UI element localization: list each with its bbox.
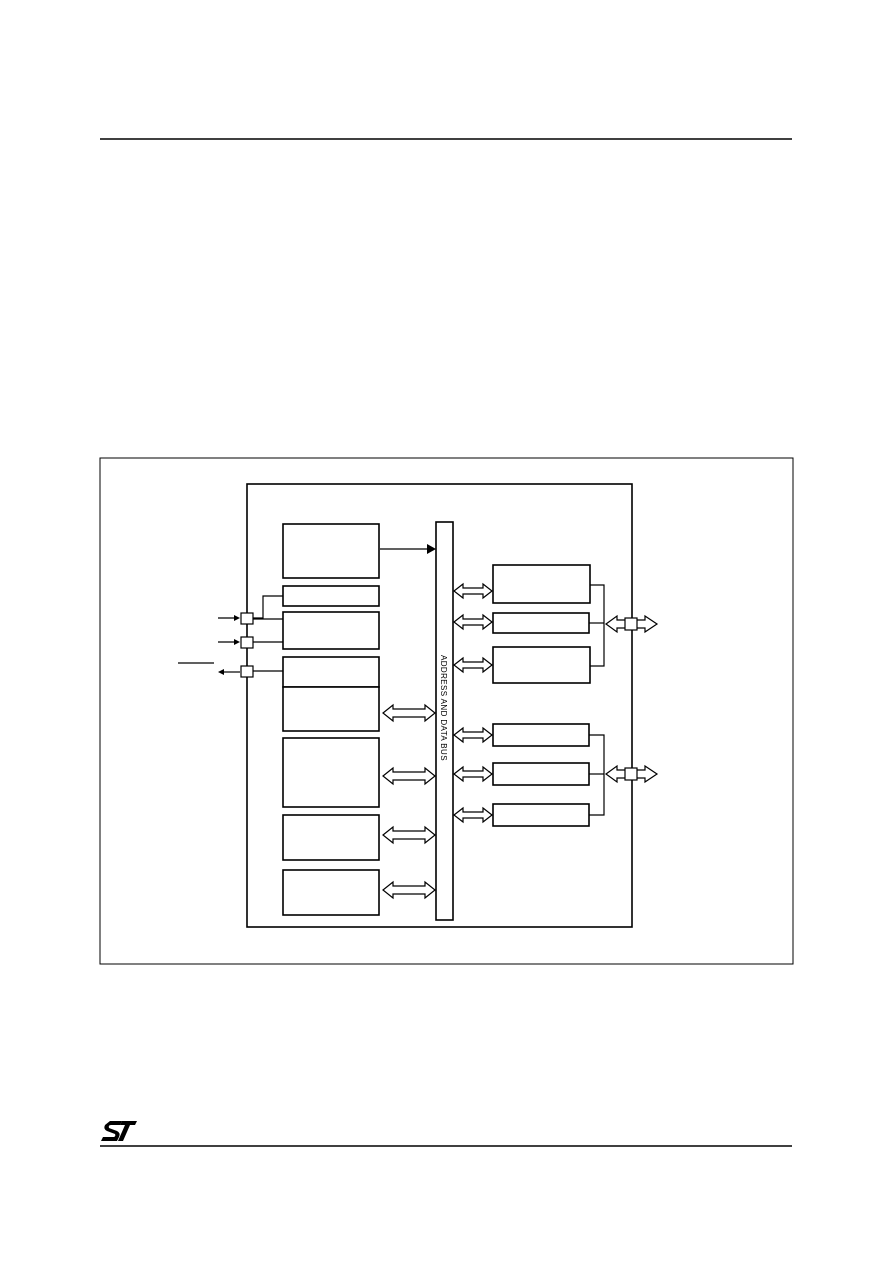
left-block-1 — [282, 523, 380, 579]
signal-out-3-head — [218, 669, 224, 675]
left-block-5 — [282, 686, 380, 732]
left-block-2 — [282, 585, 380, 607]
left-block-7 — [282, 814, 380, 861]
bracket-upper — [590, 584, 605, 667]
left-block-4 — [282, 656, 380, 688]
port-pin-upper — [624, 617, 638, 631]
double-arrow-left-4 — [382, 880, 436, 900]
address-data-bus — [435, 521, 454, 921]
signal-in-2-head — [234, 639, 240, 645]
right-block-1 — [492, 564, 591, 604]
st-logo-icon — [101, 1121, 137, 1141]
right-block-3 — [492, 646, 591, 684]
arrow-head-to-bus — [427, 544, 436, 554]
signal-in-1-head — [234, 615, 240, 621]
bracket-lower — [589, 734, 605, 816]
double-arrow-right-4 — [453, 726, 493, 744]
right-block-6 — [492, 803, 590, 827]
pin1-to-block2 — [253, 595, 283, 619]
figure-frame — [99, 457, 794, 965]
port-pin-lower — [624, 767, 638, 781]
right-block-4 — [492, 723, 590, 747]
left-pin-1 — [240, 612, 254, 625]
double-arrow-right-1 — [453, 582, 493, 600]
double-arrow-right-6 — [453, 806, 493, 824]
right-block-2 — [492, 612, 590, 634]
double-arrow-right-3 — [453, 656, 493, 674]
double-arrow-left-3 — [382, 825, 436, 845]
left-pin-2 — [240, 636, 254, 649]
left-block-3 — [282, 611, 380, 650]
double-arrow-right-5 — [453, 765, 493, 783]
bus-label: ADDRESS AND DATA BUS — [439, 655, 448, 761]
left-pin-3 — [240, 665, 254, 678]
left-block-8 — [282, 869, 380, 916]
double-arrow-left-1 — [382, 703, 436, 723]
double-arrow-left-2 — [382, 766, 436, 786]
left-block-6 — [282, 737, 380, 808]
double-arrow-right-2 — [453, 613, 493, 631]
right-block-5 — [492, 762, 590, 786]
